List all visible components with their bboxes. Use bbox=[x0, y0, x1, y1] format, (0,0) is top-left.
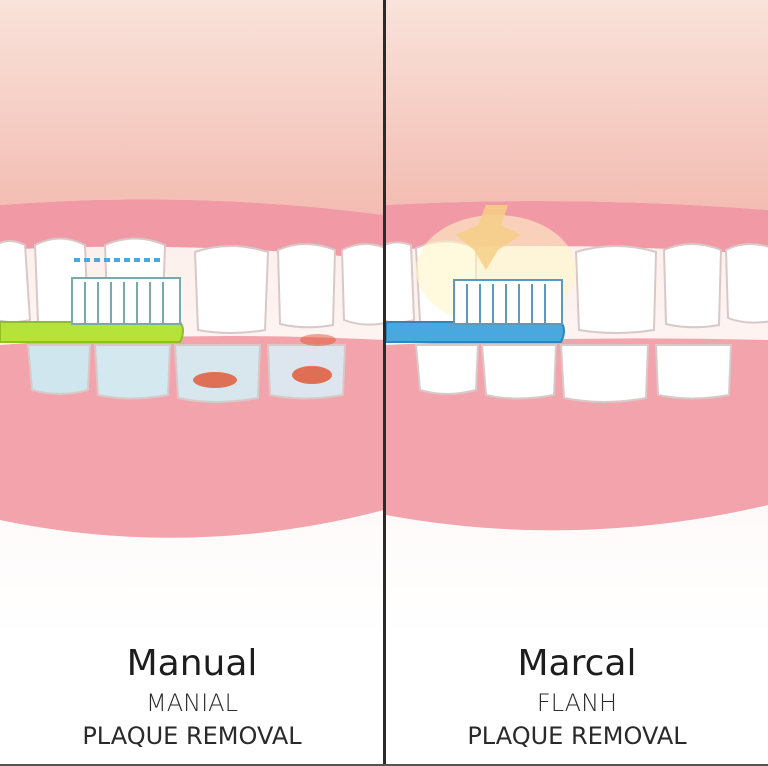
panel-caption: PLAQUE REMOVAL bbox=[467, 722, 687, 750]
upper-lip bbox=[0, 0, 384, 215]
electric-teeth-illustration bbox=[386, 0, 768, 640]
bottom-border bbox=[0, 764, 768, 766]
panel-title: Marcal bbox=[517, 643, 637, 684]
panel-subtitle: FLANH bbox=[536, 689, 618, 717]
panel-title: Manual bbox=[126, 643, 258, 684]
manual-toothbrush bbox=[0, 258, 184, 343]
upper-gum bbox=[0, 199, 384, 260]
manual-teeth-illustration bbox=[0, 0, 384, 640]
electric-toothbrush bbox=[386, 279, 565, 343]
panel-caption: PLAQUE REMOVAL bbox=[82, 722, 302, 750]
panel-subtitle: MANIAL bbox=[146, 689, 238, 717]
lower-teeth bbox=[414, 344, 733, 403]
plaque-spots bbox=[193, 334, 336, 388]
electric-panel: Marcal FLANH PLAQUE REMOVAL bbox=[386, 0, 768, 766]
panel-divider bbox=[383, 0, 386, 766]
upper-lip bbox=[386, 0, 768, 210]
manual-panel: Manual MANIAL PLAQUE REMOVAL bbox=[0, 0, 384, 750]
